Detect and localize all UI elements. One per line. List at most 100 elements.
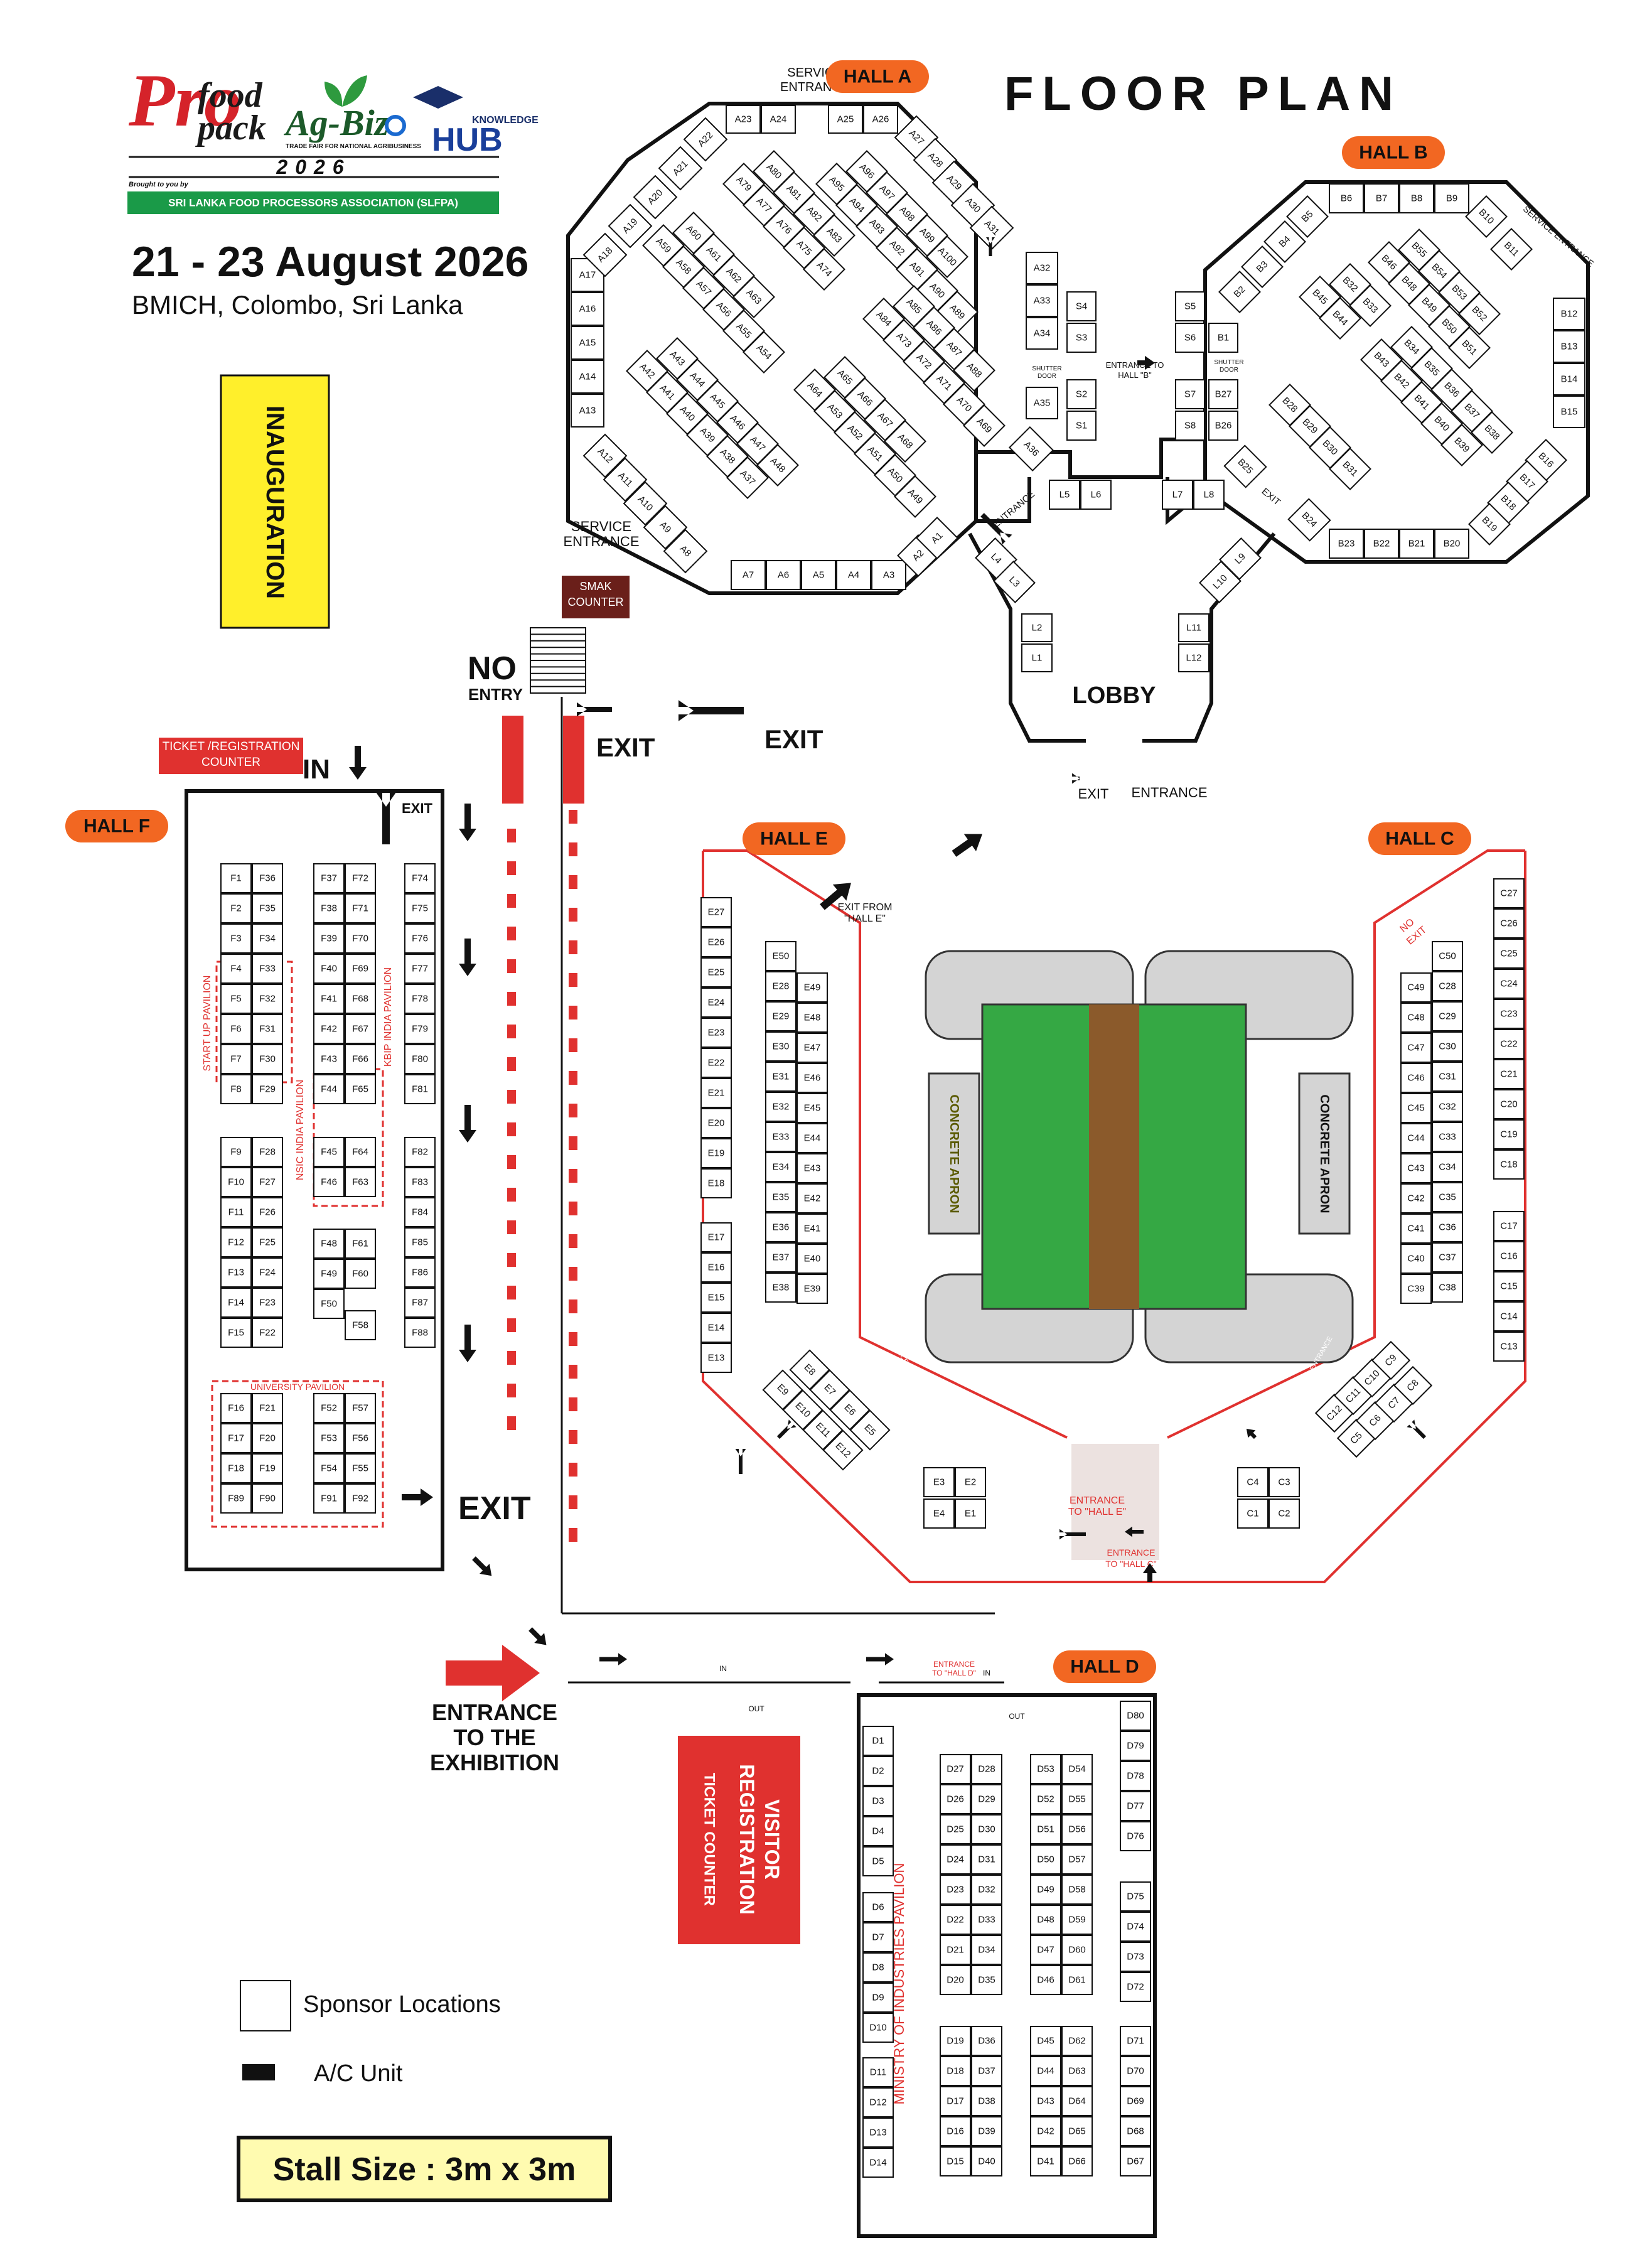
stall-f84[interactable]: F84 <box>404 1197 436 1227</box>
stall-a71[interactable]: A71 <box>923 362 965 404</box>
stall-f12[interactable]: F12 <box>220 1227 252 1257</box>
stall-f41[interactable]: F41 <box>313 984 345 1014</box>
stall-l10[interactable]: L10 <box>1199 561 1242 603</box>
stall-f91[interactable]: F91 <box>313 1483 345 1514</box>
stall-c38[interactable]: C38 <box>1432 1272 1463 1303</box>
stall-d22[interactable]: D22 <box>940 1905 971 1935</box>
stall-f78[interactable]: F78 <box>404 984 436 1014</box>
stall-b8[interactable]: B8 <box>1399 183 1434 213</box>
stall-a21[interactable]: A21 <box>658 146 703 191</box>
stall-c16[interactable]: C16 <box>1493 1241 1525 1271</box>
stall-f48[interactable]: F48 <box>313 1229 345 1259</box>
stall-f10[interactable]: F10 <box>220 1167 252 1197</box>
stall-c47[interactable]: C47 <box>1400 1033 1432 1063</box>
stall-d4[interactable]: D4 <box>862 1816 894 1846</box>
stall-c48[interactable]: C48 <box>1400 1003 1432 1033</box>
stall-e7[interactable]: E7 <box>809 1369 850 1411</box>
stall-b31[interactable]: B31 <box>1329 448 1371 490</box>
stall-s8[interactable]: S8 <box>1175 411 1205 441</box>
stall-d47[interactable]: D47 <box>1030 1935 1061 1965</box>
stall-c43[interactable]: C43 <box>1400 1153 1432 1183</box>
stall-c34[interactable]: C34 <box>1432 1152 1463 1182</box>
stall-d34[interactable]: D34 <box>971 1935 1002 1965</box>
stall-e20[interactable]: E20 <box>700 1108 732 1138</box>
stall-b15[interactable]: B15 <box>1553 395 1585 428</box>
stall-a13[interactable]: A13 <box>571 394 604 428</box>
stall-a8[interactable]: A8 <box>663 529 708 574</box>
stall-e47[interactable]: E47 <box>796 1033 828 1063</box>
stall-l9[interactable]: L9 <box>1219 537 1262 580</box>
stall-a33[interactable]: A33 <box>1026 284 1058 317</box>
stall-c17[interactable]: C17 <box>1493 1211 1525 1241</box>
stall-a24[interactable]: A24 <box>761 105 796 134</box>
stall-e22[interactable]: E22 <box>700 1048 732 1078</box>
stall-f33[interactable]: F33 <box>252 954 283 984</box>
stall-f65[interactable]: F65 <box>345 1074 376 1104</box>
stall-f76[interactable]: F76 <box>404 923 436 954</box>
stall-l12[interactable]: L12 <box>1178 643 1210 672</box>
stall-e28[interactable]: E28 <box>765 971 796 1001</box>
stall-d65[interactable]: D65 <box>1061 2116 1093 2146</box>
stall-l11[interactable]: L11 <box>1178 613 1210 642</box>
stall-f49[interactable]: F49 <box>313 1259 345 1289</box>
stall-d3[interactable]: D3 <box>862 1786 894 1816</box>
stall-c15[interactable]: C15 <box>1493 1271 1525 1301</box>
stall-f27[interactable]: F27 <box>252 1167 283 1197</box>
stall-f3[interactable]: F3 <box>220 923 252 954</box>
stall-e12[interactable]: E12 <box>822 1429 864 1471</box>
stall-d41[interactable]: D41 <box>1030 2146 1061 2176</box>
stall-b23[interactable]: B23 <box>1329 529 1364 559</box>
stall-d36[interactable]: D36 <box>971 2026 1002 2056</box>
stall-f35[interactable]: F35 <box>252 893 283 923</box>
stall-f89[interactable]: F89 <box>220 1483 252 1514</box>
stall-d1[interactable]: D1 <box>862 1726 894 1756</box>
stall-d45[interactable]: D45 <box>1030 2026 1061 2056</box>
stall-a26[interactable]: A26 <box>863 105 898 134</box>
stall-e15[interactable]: E15 <box>700 1283 732 1313</box>
stall-f92[interactable]: F92 <box>345 1483 376 1514</box>
stall-a68[interactable]: A68 <box>884 420 926 463</box>
stall-f37[interactable]: F37 <box>313 863 345 893</box>
stall-b14[interactable]: B14 <box>1553 363 1585 395</box>
stall-a32[interactable]: A32 <box>1026 252 1058 284</box>
stall-a49[interactable]: A49 <box>894 475 936 518</box>
stall-f20[interactable]: F20 <box>252 1423 283 1453</box>
stall-f77[interactable]: F77 <box>404 954 436 984</box>
stall-f74[interactable]: F74 <box>404 863 436 893</box>
stall-c45[interactable]: C45 <box>1400 1093 1432 1123</box>
stall-d15[interactable]: D15 <box>940 2146 971 2176</box>
stall-s3[interactable]: S3 <box>1066 323 1097 353</box>
stall-c40[interactable]: C40 <box>1400 1244 1432 1274</box>
stall-d37[interactable]: D37 <box>971 2056 1002 2086</box>
stall-f5[interactable]: F5 <box>220 984 252 1014</box>
stall-c30[interactable]: C30 <box>1432 1031 1463 1062</box>
stall-d72[interactable]: D72 <box>1120 1972 1151 2002</box>
stall-f50[interactable]: F50 <box>313 1289 345 1319</box>
stall-b19[interactable]: B19 <box>1468 503 1511 546</box>
stall-d16[interactable]: D16 <box>940 2116 971 2146</box>
stall-a19[interactable]: A19 <box>608 203 653 249</box>
stall-d32[interactable]: D32 <box>971 1875 1002 1905</box>
stall-c46[interactable]: C46 <box>1400 1063 1432 1093</box>
stall-b38[interactable]: B38 <box>1471 411 1513 454</box>
stall-d10[interactable]: D10 <box>862 2013 894 2043</box>
stall-d63[interactable]: D63 <box>1061 2056 1093 2086</box>
stall-e39[interactable]: E39 <box>796 1274 828 1304</box>
stall-f80[interactable]: F80 <box>404 1044 436 1074</box>
stall-a20[interactable]: A20 <box>633 175 678 220</box>
stall-c41[interactable]: C41 <box>1400 1213 1432 1244</box>
stall-s4[interactable]: S4 <box>1066 291 1097 321</box>
stall-f61[interactable]: F61 <box>345 1229 376 1259</box>
stall-e36[interactable]: E36 <box>765 1212 796 1242</box>
stall-s5[interactable]: S5 <box>1175 291 1205 321</box>
stall-c49[interactable]: C49 <box>1400 972 1432 1003</box>
stall-f30[interactable]: F30 <box>252 1044 283 1074</box>
stall-f22[interactable]: F22 <box>252 1318 283 1348</box>
stall-f8[interactable]: F8 <box>220 1074 252 1104</box>
stall-f45[interactable]: F45 <box>313 1137 345 1167</box>
stall-b6[interactable]: B6 <box>1329 183 1364 213</box>
stall-c21[interactable]: C21 <box>1493 1059 1525 1089</box>
stall-b11[interactable]: B11 <box>1490 228 1533 271</box>
stall-d17[interactable]: D17 <box>940 2086 971 2116</box>
stall-l5[interactable]: L5 <box>1049 480 1080 510</box>
